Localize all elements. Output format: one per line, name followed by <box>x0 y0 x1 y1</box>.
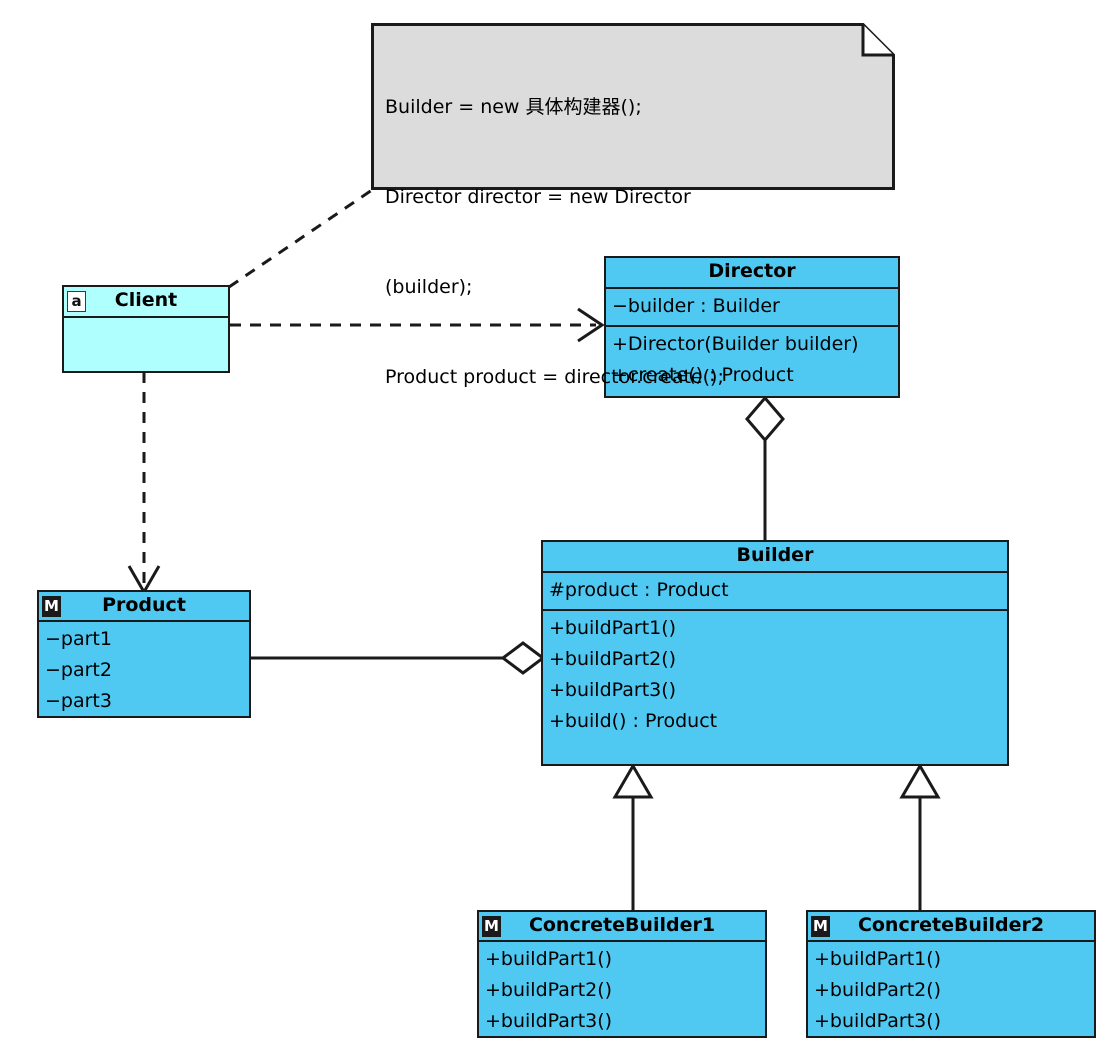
attribute-row: −part3 <box>45 689 112 712</box>
class-title-concretebuilder2: M ConcreteBuilder2 <box>808 912 1094 942</box>
note-fold-path <box>861 24 894 57</box>
class-name-builder: Builder <box>736 544 814 566</box>
note-line-4: Product product = director.create(); <box>385 366 724 388</box>
operation-row: +buildPart2() <box>485 978 613 1001</box>
class-box-product[interactable]: M Product −part1 −part2 −part3 <box>37 590 251 718</box>
cb1-builder-triangle <box>612 763 654 799</box>
class-operations-director: +Director(Builder builder) +create() : P… <box>606 327 898 396</box>
operation-row: +create() : Product <box>612 364 794 386</box>
operation-row: +buildPart2() <box>549 648 677 670</box>
class-body-client <box>64 318 228 371</box>
model-marker-icon: M <box>482 916 501 937</box>
attribute-row: #product : Product <box>549 579 729 601</box>
class-title-client: a Client <box>64 287 228 318</box>
operation-row: +buildPart2() <box>814 978 942 1001</box>
note-line-2: Director director = new Director <box>385 186 691 208</box>
operation-row: +buildPart1() <box>549 617 677 639</box>
model-marker-icon: M <box>811 916 830 937</box>
class-box-concretebuilder1[interactable]: M ConcreteBuilder1 +buildPart1() +buildP… <box>477 910 767 1038</box>
class-box-builder[interactable]: Builder #product : Product +buildPart1()… <box>541 540 1009 766</box>
operation-row: +buildPart3() <box>814 1009 942 1032</box>
attribute-row: −part2 <box>45 658 112 681</box>
class-attributes-builder: #product : Product <box>543 573 1007 611</box>
note-body-path <box>371 23 895 190</box>
cb2-builder-triangle <box>899 763 941 799</box>
operation-row: +buildPart1() <box>814 947 942 970</box>
class-name-director: Director <box>708 260 796 282</box>
class-operations-builder: +buildPart1() +buildPart2() +buildPart3(… <box>543 611 1007 764</box>
code-note: Builder = new 具体构建器(); Director director… <box>371 23 895 388</box>
class-attributes-product: −part1 −part2 −part3 <box>39 622 249 716</box>
operation-row: +buildPart3() <box>485 1009 613 1032</box>
class-box-director[interactable]: Director −builder : Builder +Director(Bu… <box>604 256 900 398</box>
product-builder-diamond <box>500 641 546 675</box>
attribute-row: −part1 <box>45 627 112 650</box>
abstract-marker-icon: a <box>67 291 86 312</box>
class-operations-concretebuilder2: +buildPart1() +buildPart2() +buildPart3(… <box>808 942 1094 1036</box>
class-title-concretebuilder1: M ConcreteBuilder1 <box>479 912 765 942</box>
attribute-row: −builder : Builder <box>612 295 780 317</box>
operation-row: +buildPart3() <box>549 679 677 701</box>
class-title-director: Director <box>606 258 898 289</box>
operation-row: +buildPart1() <box>485 947 613 970</box>
note-line-3: (builder); <box>385 276 473 298</box>
class-operations-concretebuilder1: +buildPart1() +buildPart2() +buildPart3(… <box>479 942 765 1036</box>
operation-row: +Director(Builder builder) <box>612 333 859 355</box>
note-text-block: Builder = new 具体构建器(); Director director… <box>371 23 895 461</box>
class-name-product: Product <box>102 594 186 616</box>
client-product-arrowhead <box>127 565 161 596</box>
model-marker-icon: M <box>42 596 61 617</box>
note-line-1: Builder = new 具体构建器(); <box>385 96 642 118</box>
class-box-client[interactable]: a Client <box>62 285 230 373</box>
note-link-line <box>228 188 373 289</box>
operation-row: +build() : Product <box>549 710 718 732</box>
class-name-concretebuilder1: ConcreteBuilder1 <box>528 914 716 936</box>
class-title-builder: Builder <box>543 542 1007 573</box>
class-attributes-director: −builder : Builder <box>606 289 898 327</box>
class-title-product: M Product <box>39 592 249 622</box>
class-name-concretebuilder2: ConcreteBuilder2 <box>857 914 1045 936</box>
class-box-concretebuilder2[interactable]: M ConcreteBuilder2 +buildPart1() +buildP… <box>806 910 1096 1038</box>
class-name-client: Client <box>114 289 178 311</box>
note-shape <box>371 23 895 190</box>
